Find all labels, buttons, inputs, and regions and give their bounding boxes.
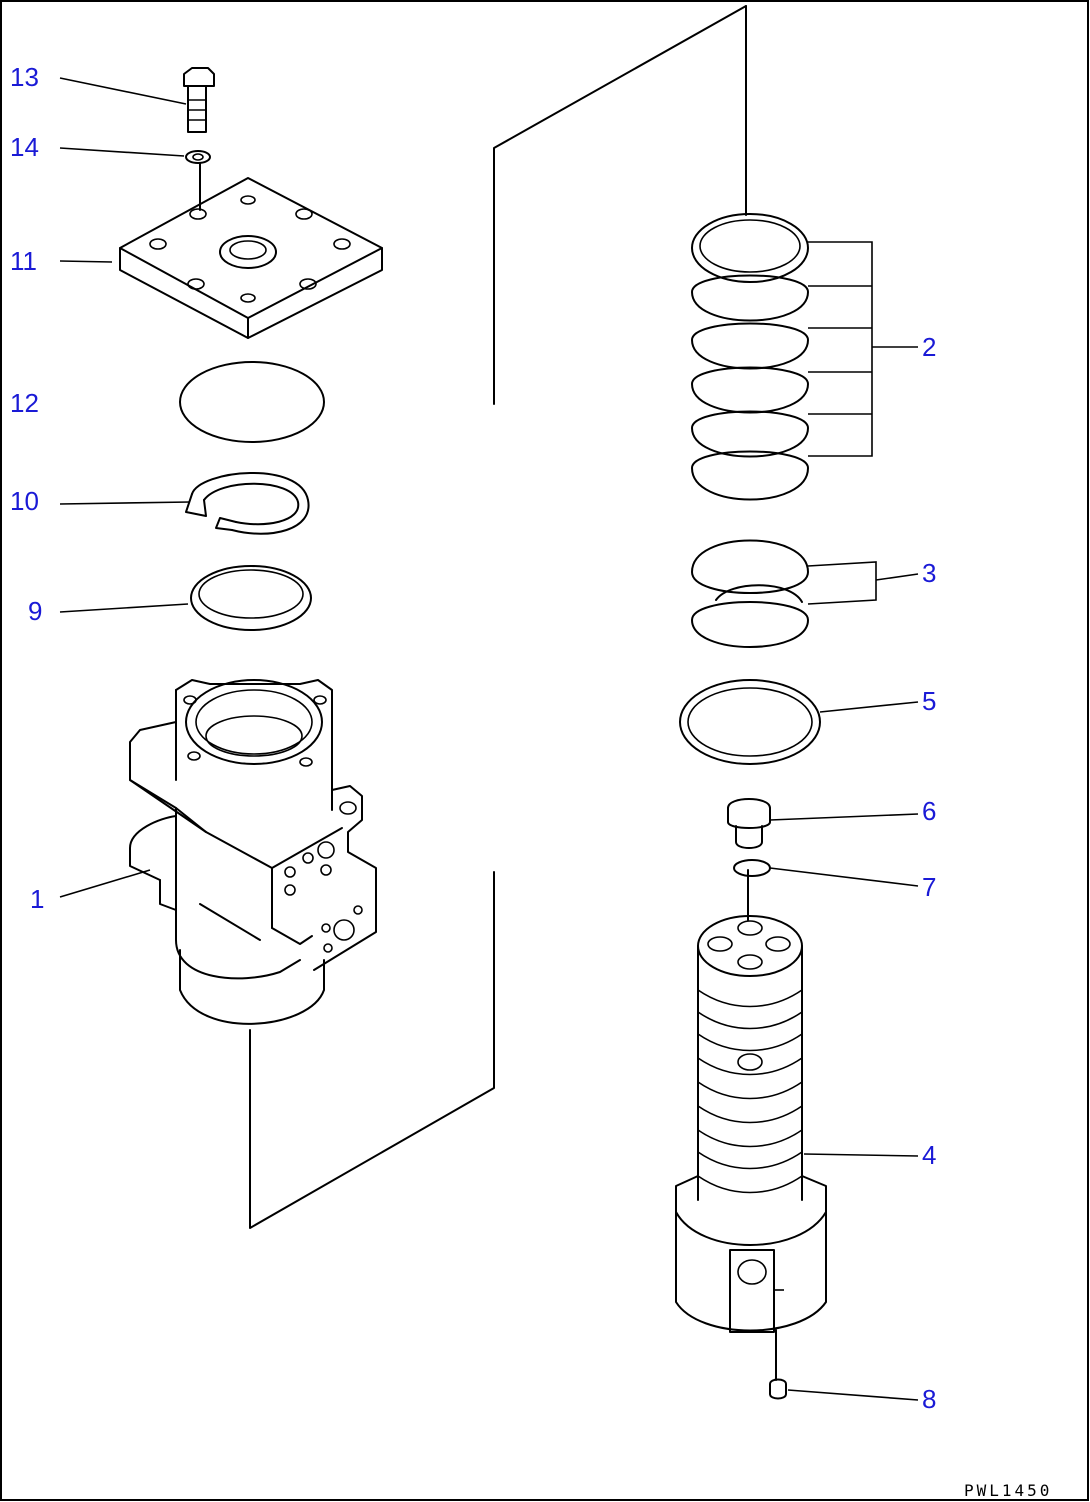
callout-13: 13	[10, 62, 39, 92]
ring-5	[679, 679, 821, 765]
seal-rings-2	[691, 213, 809, 501]
assembly-path-line-lower	[249, 871, 495, 1229]
seal-9	[190, 565, 312, 631]
plug-8	[769, 1378, 787, 1400]
washer-14	[185, 150, 211, 164]
swivel-body-1	[129, 679, 377, 1025]
callout-14: 14	[10, 132, 39, 162]
bushings-3	[691, 539, 809, 648]
assembly-path-line-upper	[493, 5, 747, 405]
callout-6: 6	[922, 796, 936, 826]
leader-lines	[59, 77, 919, 1401]
o-ring-12	[179, 361, 325, 443]
plug-6	[727, 798, 771, 849]
o-ring-7	[733, 859, 771, 877]
callout-12: 12	[10, 388, 39, 418]
callout-3: 3	[922, 558, 936, 588]
rotor-shaft-4	[675, 915, 827, 1333]
callout-9: 9	[28, 596, 42, 626]
bolt-13	[183, 67, 215, 133]
callout-1: 1	[30, 884, 44, 914]
drawing-code: PWL1450	[964, 1481, 1052, 1500]
callout-5: 5	[922, 686, 936, 716]
callout-2: 2	[922, 332, 936, 362]
callout-11: 11	[10, 246, 37, 276]
snap-ring-10	[185, 472, 310, 535]
callout-8: 8	[922, 1384, 936, 1414]
callout-10: 10	[10, 486, 39, 516]
callout-4: 4	[922, 1140, 936, 1170]
cover-plate-11	[119, 177, 383, 339]
callout-7: 7	[922, 872, 936, 902]
